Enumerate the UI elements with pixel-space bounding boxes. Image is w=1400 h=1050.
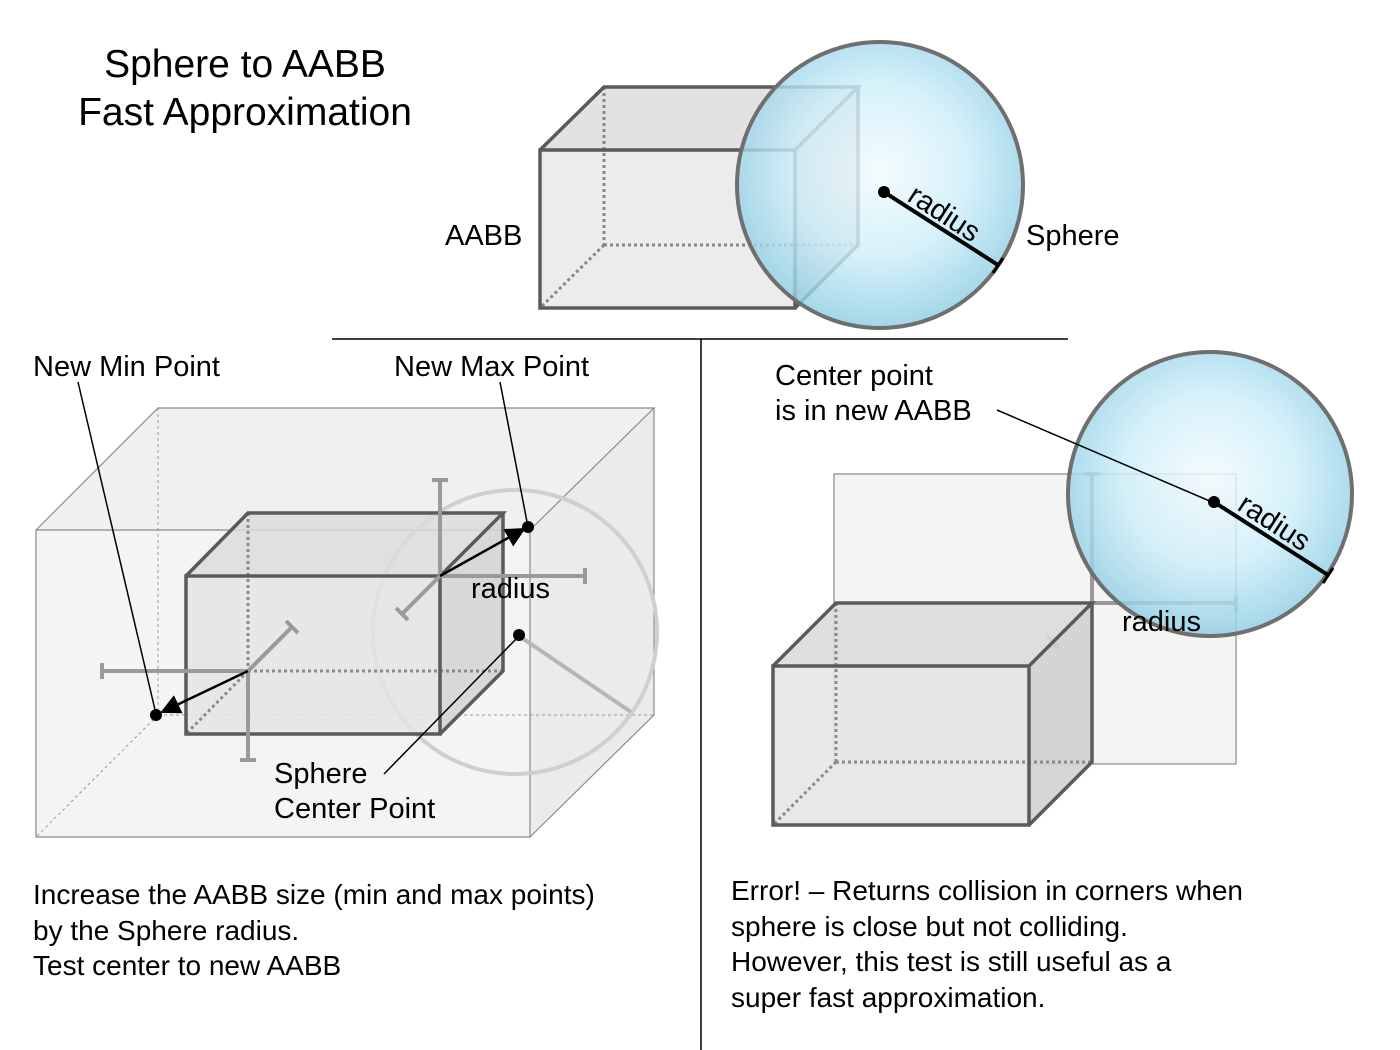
right-caption-line-1: Error! – Returns collision in corners wh… xyxy=(731,875,1243,906)
top-sphere-label: Sphere xyxy=(1026,220,1120,252)
right-aabb-box xyxy=(771,601,1097,827)
right-caption-line-4: super fast approximation. xyxy=(731,982,1045,1013)
max-arrow xyxy=(439,527,526,578)
top-aabb-label: AABB xyxy=(445,220,522,252)
new-min-label: New Min Point xyxy=(33,351,220,383)
left-min-radius-axes xyxy=(100,619,300,762)
right-sphere: radius xyxy=(1066,350,1354,638)
left-panel: New Min Point New Max Point radius Spher… xyxy=(33,351,659,981)
center-label-line-2: Center Point xyxy=(274,793,435,825)
new-max-point xyxy=(522,521,534,533)
new-min-point xyxy=(150,709,162,721)
top-sphere: radius xyxy=(735,40,1025,330)
right-center-label-line-2: is in new AABB xyxy=(775,395,972,427)
left-sphere-spokes xyxy=(517,634,633,714)
new-max-label: New Max Point xyxy=(394,351,589,383)
left-caption-line-2: by the Sphere radius. xyxy=(33,915,299,946)
left-radius-label: radius xyxy=(471,573,550,605)
title: Sphere to AABB Fast Approximation xyxy=(78,43,412,134)
left-caption-line-3: Test center to new AABB xyxy=(33,950,341,981)
right-caption-line-3: However, this test is still useful as a xyxy=(731,946,1172,977)
left-caption-line-1: Increase the AABB size (min and max poin… xyxy=(33,879,595,910)
right-center-callout-line xyxy=(996,409,1213,503)
right-center-label-line-1: Center point xyxy=(775,360,933,392)
new-min-callout-line xyxy=(77,381,157,715)
right-caption-line-2: sphere is close but not colliding. xyxy=(731,911,1128,942)
right-panel: radius Center point is in new AABB radiu… xyxy=(731,350,1354,1013)
left-max-radius-axes xyxy=(394,478,587,622)
center-label-line-1: Sphere xyxy=(274,758,368,790)
min-arrow xyxy=(160,669,249,714)
right-box-radius-label: radius xyxy=(1122,606,1201,638)
title-line-2: Fast Approximation xyxy=(78,91,412,134)
top-panel: radius AABB Sphere xyxy=(445,40,1120,330)
sphere-center-point xyxy=(513,629,525,641)
center-callout-line xyxy=(383,635,520,775)
title-line-1: Sphere to AABB xyxy=(104,43,386,86)
new-max-callout-line xyxy=(499,381,529,528)
